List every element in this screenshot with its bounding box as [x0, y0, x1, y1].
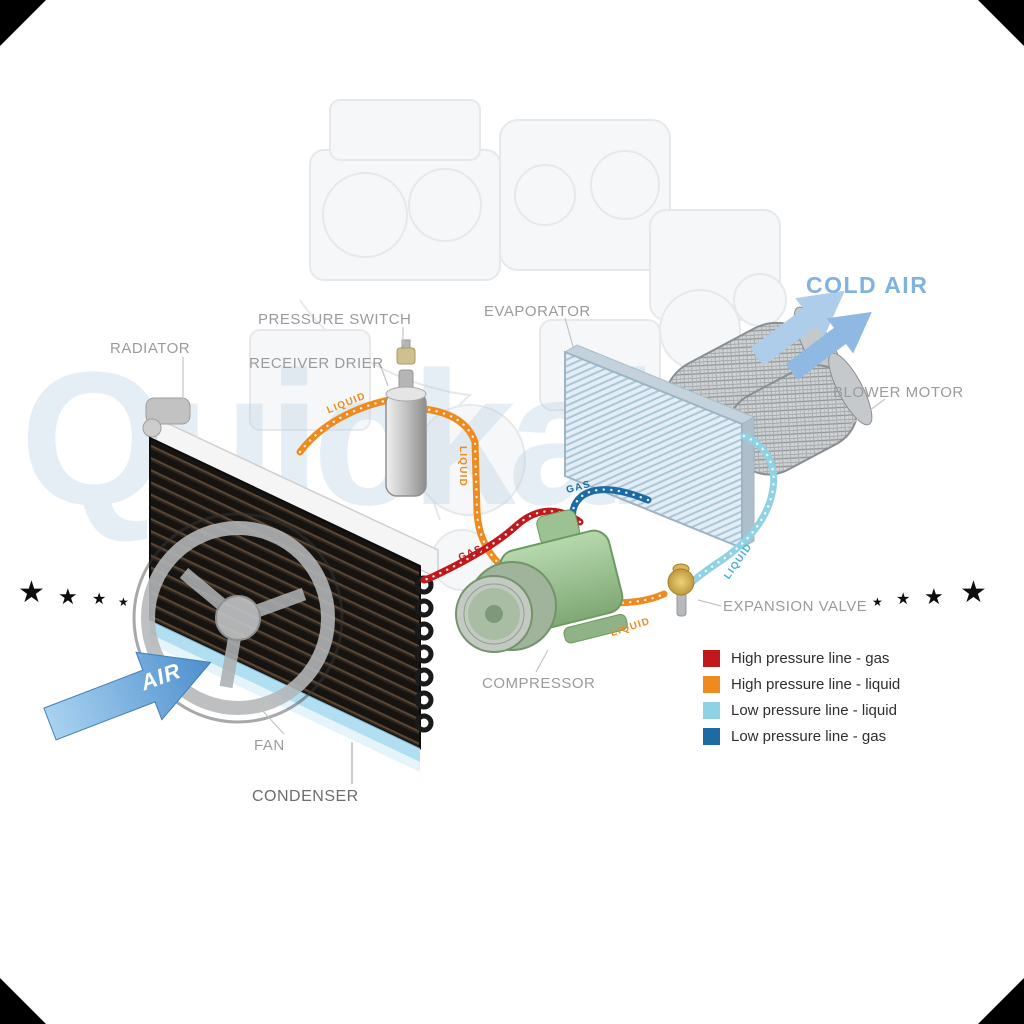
legend-label: Low pressure line - liquid	[731, 702, 897, 719]
legend-label: High pressure line - gas	[731, 650, 890, 667]
label-compressor: COMPRESSOR	[482, 675, 596, 692]
fan-ring	[132, 512, 344, 724]
label-pressure-switch: PRESSURE SWITCH	[258, 311, 412, 328]
corner-triangle-top-right	[978, 0, 1024, 46]
label-blower-motor: BLOWER MOTOR	[833, 384, 964, 401]
star-icon: ★	[872, 595, 883, 609]
star-icon: ★	[896, 591, 911, 608]
cold-air-arrow-1	[750, 290, 845, 366]
star-icon: ★	[960, 576, 987, 609]
legend: High pressure line - gas High pressure l…	[703, 650, 900, 745]
legend-swatch-high-liquid	[703, 676, 720, 693]
label-radiator: RADIATOR	[110, 340, 191, 357]
star-icon: ★	[92, 591, 107, 608]
label-evaporator: EVAPORATOR	[484, 303, 591, 320]
condenser-coil-bends	[414, 575, 434, 733]
legend-swatch-low-liquid	[703, 702, 720, 719]
label-fan: FAN	[254, 737, 285, 754]
legend-item-low-gas: Low pressure line - gas	[703, 728, 900, 745]
legend-swatch-low-gas	[703, 728, 720, 745]
cold-air-arrow-2	[785, 311, 872, 380]
expansion-valve-body	[667, 563, 695, 617]
cold-air-label: COLD AIR	[806, 272, 929, 298]
label-receiver-drier: RECEIVER DRIER	[249, 355, 384, 372]
corner-triangle-bottom-right	[978, 978, 1024, 1024]
pipe-low-pressure-liquid	[683, 432, 778, 590]
leader-lines	[182, 317, 886, 784]
legend-label: High pressure line - liquid	[731, 676, 901, 693]
receiver-drier-body	[385, 339, 427, 497]
legend-item-high-gas: High pressure line - gas	[703, 650, 900, 667]
legend-item-high-liquid: High pressure line - liquid	[703, 676, 900, 693]
corner-triangle-top-left	[0, 0, 46, 46]
star-icon: ★	[118, 595, 129, 609]
legend-label: Low pressure line - gas	[731, 728, 887, 745]
compressor-body	[455, 509, 628, 653]
star-icon: ★	[924, 584, 944, 609]
star-icon: ★	[58, 584, 78, 609]
legend-swatch-high-gas	[703, 650, 720, 667]
corner-triangle-bottom-left	[0, 978, 46, 1024]
label-expansion-valve: EXPANSION VALVE	[723, 598, 868, 615]
pipe-label-liquid-2: LIQUID	[457, 446, 468, 488]
pipe-high-pressure-liquid-a	[296, 396, 394, 456]
compressor-pulley	[455, 575, 533, 653]
label-condenser: CONDENSER	[252, 788, 359, 805]
air-arrow	[43, 651, 212, 741]
legend-item-low-liquid: Low pressure line - liquid	[703, 702, 900, 719]
pressure-switch-valve	[396, 339, 416, 365]
star-icon: ★	[18, 576, 45, 609]
